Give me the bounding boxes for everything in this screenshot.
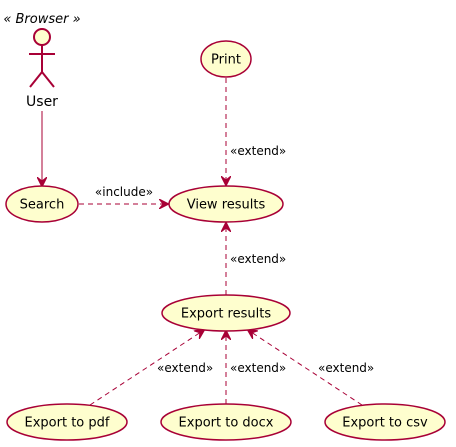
- edge-csv-export-results: [248, 330, 363, 406]
- actor-user[interactable]: « Browser » User: [3, 12, 80, 110]
- label-extend-csv: «extend»: [318, 361, 374, 375]
- label-extend-pdf: «extend»: [157, 361, 213, 375]
- usecase-view-results[interactable]: View results: [168, 185, 284, 223]
- label-extend-export: «extend»: [230, 252, 286, 266]
- usecase-print[interactable]: Print: [200, 40, 252, 78]
- usecase-search[interactable]: Search: [5, 185, 79, 223]
- usecase-export-docx[interactable]: Export to docx: [160, 403, 292, 441]
- usecase-export-pdf[interactable]: Export to pdf: [6, 403, 128, 441]
- usecase-export-results-label: Export results: [181, 307, 271, 322]
- usecase-export-docx-label: Export to docx: [179, 416, 274, 431]
- label-include: «include»: [95, 185, 153, 199]
- edge-pdf-export-results: [89, 330, 204, 406]
- usecase-export-csv[interactable]: Export to csv: [324, 403, 446, 441]
- actor-figure-icon: [29, 28, 55, 88]
- usecase-export-pdf-label: Export to pdf: [25, 416, 110, 431]
- edges: [42, 78, 363, 406]
- usecase-export-results[interactable]: Export results: [161, 294, 291, 332]
- actor-stereotype: « Browser »: [3, 12, 80, 27]
- actor-name: User: [26, 94, 58, 110]
- label-extend-docx: «extend»: [230, 361, 286, 375]
- edge-labels: «include» «extend» «extend» «extend» «ex…: [95, 144, 374, 375]
- usecase-export-csv-label: Export to csv: [342, 416, 428, 431]
- usecase-search-label: Search: [20, 198, 65, 213]
- label-extend-print: «extend»: [230, 144, 286, 158]
- usecase-print-label: Print: [211, 53, 241, 68]
- usecase-view-results-label: View results: [187, 198, 266, 213]
